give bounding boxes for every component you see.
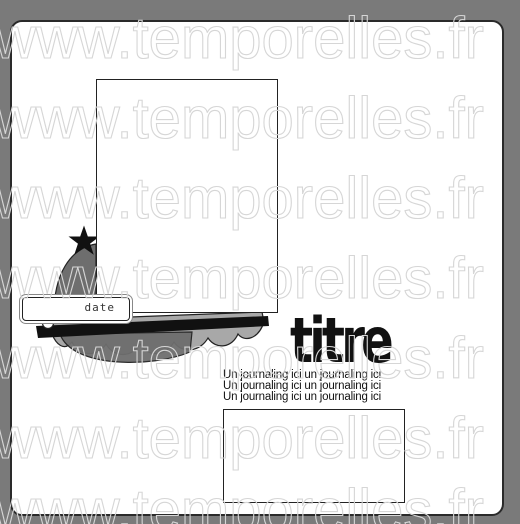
page-title: titre [290, 310, 390, 372]
date-label: date [85, 301, 116, 314]
scrapbook-page: date titre Un journaling ici un journali… [10, 20, 504, 516]
date-tag: date [22, 297, 130, 321]
photo-frame-small [223, 409, 405, 503]
photo-frame-main [96, 79, 278, 313]
journaling-line: Un journaling ici un journaling ici [223, 392, 413, 403]
journaling-block: Un journaling ici un journaling ici Un j… [223, 370, 413, 403]
dark-lower-shape [60, 332, 192, 362]
